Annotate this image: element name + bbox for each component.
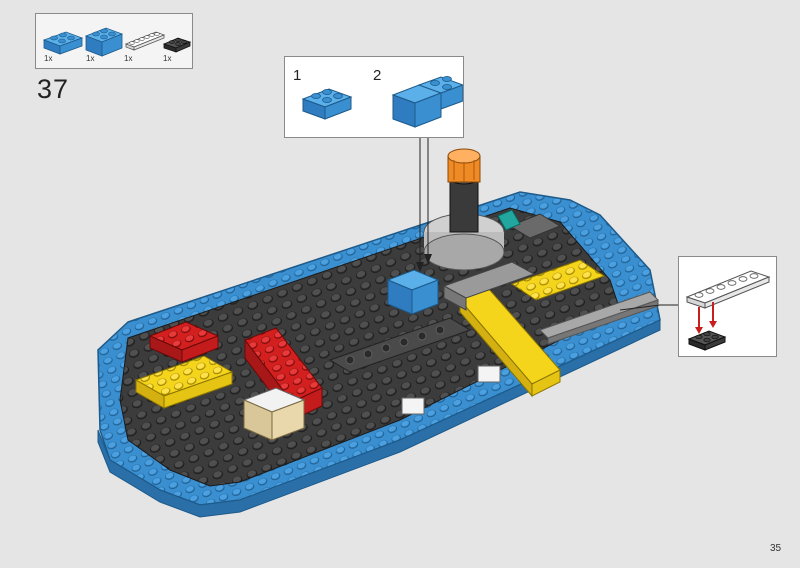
- white-plate-icon: [124, 31, 166, 51]
- grey-bricks-right: [442, 209, 562, 311]
- blue-brick-high-icon: [84, 27, 124, 57]
- part-qty: 1x: [163, 54, 172, 63]
- sub-step-callout: 1 2: [284, 56, 464, 138]
- blue-brick-icon: [42, 31, 84, 55]
- placed-blue-brick: [386, 269, 440, 315]
- black-plate-icon: [162, 37, 192, 53]
- sub-step-2-brick-icon: [391, 75, 463, 128]
- side-callout: [678, 256, 777, 357]
- part-qty: 1x: [124, 54, 133, 63]
- yellow-bricks: [134, 259, 606, 409]
- turntable-assembly: [423, 148, 505, 271]
- callout-arrows: [416, 138, 678, 311]
- step-number: 37: [37, 74, 70, 104]
- parts-list-panel: 1x 1x 1x 1x: [35, 13, 193, 69]
- technic-beam: [328, 317, 472, 373]
- sub-step-number: 1: [293, 67, 302, 84]
- part-qty: 1x: [86, 54, 95, 63]
- attach-arrow-icon: [695, 302, 717, 334]
- grey-rails: [539, 291, 659, 345]
- sub-step-number: 2: [373, 67, 382, 84]
- white-plate-icon: [685, 270, 771, 309]
- page-number: 35: [770, 543, 782, 554]
- white-clips: [401, 365, 501, 415]
- part-qty: 1x: [44, 54, 53, 63]
- tan-white-brick: [242, 387, 306, 441]
- sub-step-1-brick-icon: [301, 88, 353, 120]
- black-plate-icon: [687, 330, 727, 351]
